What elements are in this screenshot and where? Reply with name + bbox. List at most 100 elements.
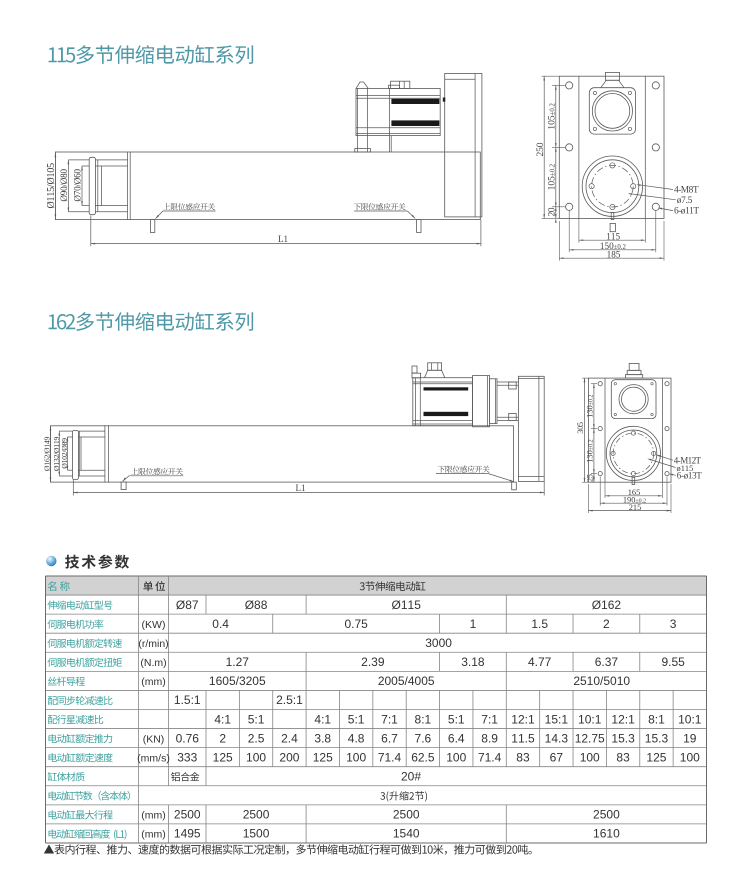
svg-text:83: 83 [616, 750, 630, 764]
svg-text:5:1: 5:1 [448, 712, 465, 726]
svg-text:215: 215 [629, 503, 642, 512]
svg-text:250: 250 [535, 142, 546, 156]
svg-text:19: 19 [683, 731, 697, 745]
svg-text:ø115: ø115 [677, 464, 694, 473]
svg-text:6-ø13T: 6-ø13T [677, 470, 702, 480]
svg-text:3000: 3000 [425, 636, 452, 650]
svg-text:1500: 1500 [243, 827, 270, 841]
svg-text:Ø88: Ø88 [245, 598, 268, 612]
svg-text:130±0.2: 130±0.2 [586, 439, 595, 462]
svg-text:2.39: 2.39 [361, 655, 385, 669]
svg-text:2.4: 2.4 [281, 731, 298, 745]
svg-text:8:1: 8:1 [648, 712, 665, 726]
svg-text:83: 83 [516, 750, 530, 764]
svg-text:0.4: 0.4 [212, 617, 229, 631]
svg-text:105±0.2: 105±0.2 [547, 102, 558, 129]
svg-text:333: 333 [177, 750, 197, 764]
svg-text:5:1: 5:1 [248, 712, 265, 726]
svg-text:6.37: 6.37 [595, 655, 619, 669]
svg-text:105±0.2: 105±0.2 [547, 163, 558, 190]
svg-text:1610: 1610 [593, 827, 620, 841]
svg-text:2.5:1: 2.5:1 [276, 693, 303, 707]
svg-text:8.9: 8.9 [481, 731, 498, 745]
svg-text:100: 100 [680, 750, 700, 764]
svg-text:20: 20 [547, 207, 558, 216]
svg-text:71.4: 71.4 [378, 750, 402, 764]
svg-text:15.3: 15.3 [645, 731, 669, 745]
svg-text:(N.m): (N.m) [140, 657, 166, 669]
svg-text:2510/5010: 2510/5010 [573, 674, 630, 688]
svg-text:1.5: 1.5 [531, 617, 548, 631]
svg-text:(mm): (mm) [141, 810, 166, 822]
svg-text:4.77: 4.77 [528, 655, 552, 669]
svg-text:100: 100 [580, 750, 600, 764]
svg-text:2: 2 [603, 617, 610, 631]
svg-text:ø7.5: ø7.5 [677, 196, 693, 206]
svg-text:100: 100 [346, 750, 366, 764]
svg-text:Ø162/Ø149: Ø162/Ø149 [43, 437, 52, 472]
svg-text:165: 165 [628, 488, 641, 497]
svg-text:Ø87: Ø87 [176, 598, 199, 612]
svg-text:25: 25 [586, 474, 595, 482]
svg-text:12:1: 12:1 [511, 712, 535, 726]
svg-text:4:1: 4:1 [214, 712, 231, 726]
svg-text:4-M8T: 4-M8T [674, 186, 699, 196]
svg-text:185: 185 [607, 250, 621, 260]
svg-text:Ø162: Ø162 [592, 598, 622, 612]
svg-text:8:1: 8:1 [415, 712, 432, 726]
svg-text:4.8: 4.8 [348, 731, 365, 745]
svg-text:4-M12T: 4-M12T [674, 455, 702, 465]
svg-text:Ø115: Ø115 [392, 598, 422, 612]
svg-text:4:1: 4:1 [314, 712, 331, 726]
svg-text:15.3: 15.3 [611, 731, 635, 745]
svg-text:10:1: 10:1 [578, 712, 602, 726]
svg-text:(mm): (mm) [141, 829, 166, 841]
svg-text:14.3: 14.3 [545, 731, 569, 745]
svg-text:10:1: 10:1 [678, 712, 702, 726]
svg-text:Ø90/Ø80: Ø90/Ø80 [59, 169, 69, 202]
svg-text:62.5: 62.5 [411, 750, 435, 764]
svg-text:(KW): (KW) [142, 619, 166, 631]
svg-text:100: 100 [246, 750, 266, 764]
svg-text:L1: L1 [278, 234, 288, 244]
svg-text:3.8: 3.8 [314, 731, 331, 745]
svg-text:20#: 20# [401, 770, 421, 784]
svg-text:100: 100 [446, 750, 466, 764]
svg-text:12:1: 12:1 [611, 712, 635, 726]
svg-text:2500: 2500 [243, 808, 270, 822]
svg-text:2500: 2500 [593, 808, 620, 822]
svg-text:15:1: 15:1 [545, 712, 569, 726]
svg-text:6.7: 6.7 [381, 731, 398, 745]
svg-text:9.55: 9.55 [661, 655, 685, 669]
svg-text:6-ø11T: 6-ø11T [674, 207, 699, 217]
svg-text:Ø70/Ø60: Ø70/Ø60 [73, 169, 83, 202]
svg-text:1540: 1540 [393, 827, 420, 841]
svg-text:Ø115/Ø105: Ø115/Ø105 [46, 163, 57, 209]
svg-text:5:1: 5:1 [348, 712, 365, 726]
svg-text:2500: 2500 [174, 808, 201, 822]
svg-text:125: 125 [313, 750, 333, 764]
svg-text:0.76: 0.76 [176, 731, 200, 745]
svg-text:1495: 1495 [174, 827, 201, 841]
svg-text:2: 2 [219, 731, 226, 745]
svg-text:3.18: 3.18 [461, 655, 485, 669]
svg-text:115: 115 [606, 231, 620, 241]
svg-text:2.5: 2.5 [248, 731, 265, 745]
svg-text:305: 305 [576, 422, 585, 434]
svg-text:125: 125 [646, 750, 666, 764]
svg-text:125: 125 [213, 750, 233, 764]
svg-text:71.4: 71.4 [478, 750, 502, 764]
svg-text:11.5: 11.5 [511, 731, 535, 745]
svg-text:12.75: 12.75 [575, 731, 605, 745]
svg-text:1: 1 [470, 617, 477, 631]
svg-text:7:1: 7:1 [381, 712, 398, 726]
svg-text:190±0.2: 190±0.2 [623, 496, 646, 505]
svg-text:1.5:1: 1.5:1 [174, 693, 201, 707]
svg-text:150±0.2: 150±0.2 [600, 241, 627, 251]
svg-text:3: 3 [670, 617, 677, 631]
svg-text:Ø132/Ø119: Ø132/Ø119 [52, 437, 61, 472]
svg-text:(mm): (mm) [141, 676, 166, 688]
svg-text:L1: L1 [296, 483, 306, 493]
svg-text:2005/4005: 2005/4005 [378, 674, 435, 688]
svg-text:7.6: 7.6 [415, 731, 432, 745]
